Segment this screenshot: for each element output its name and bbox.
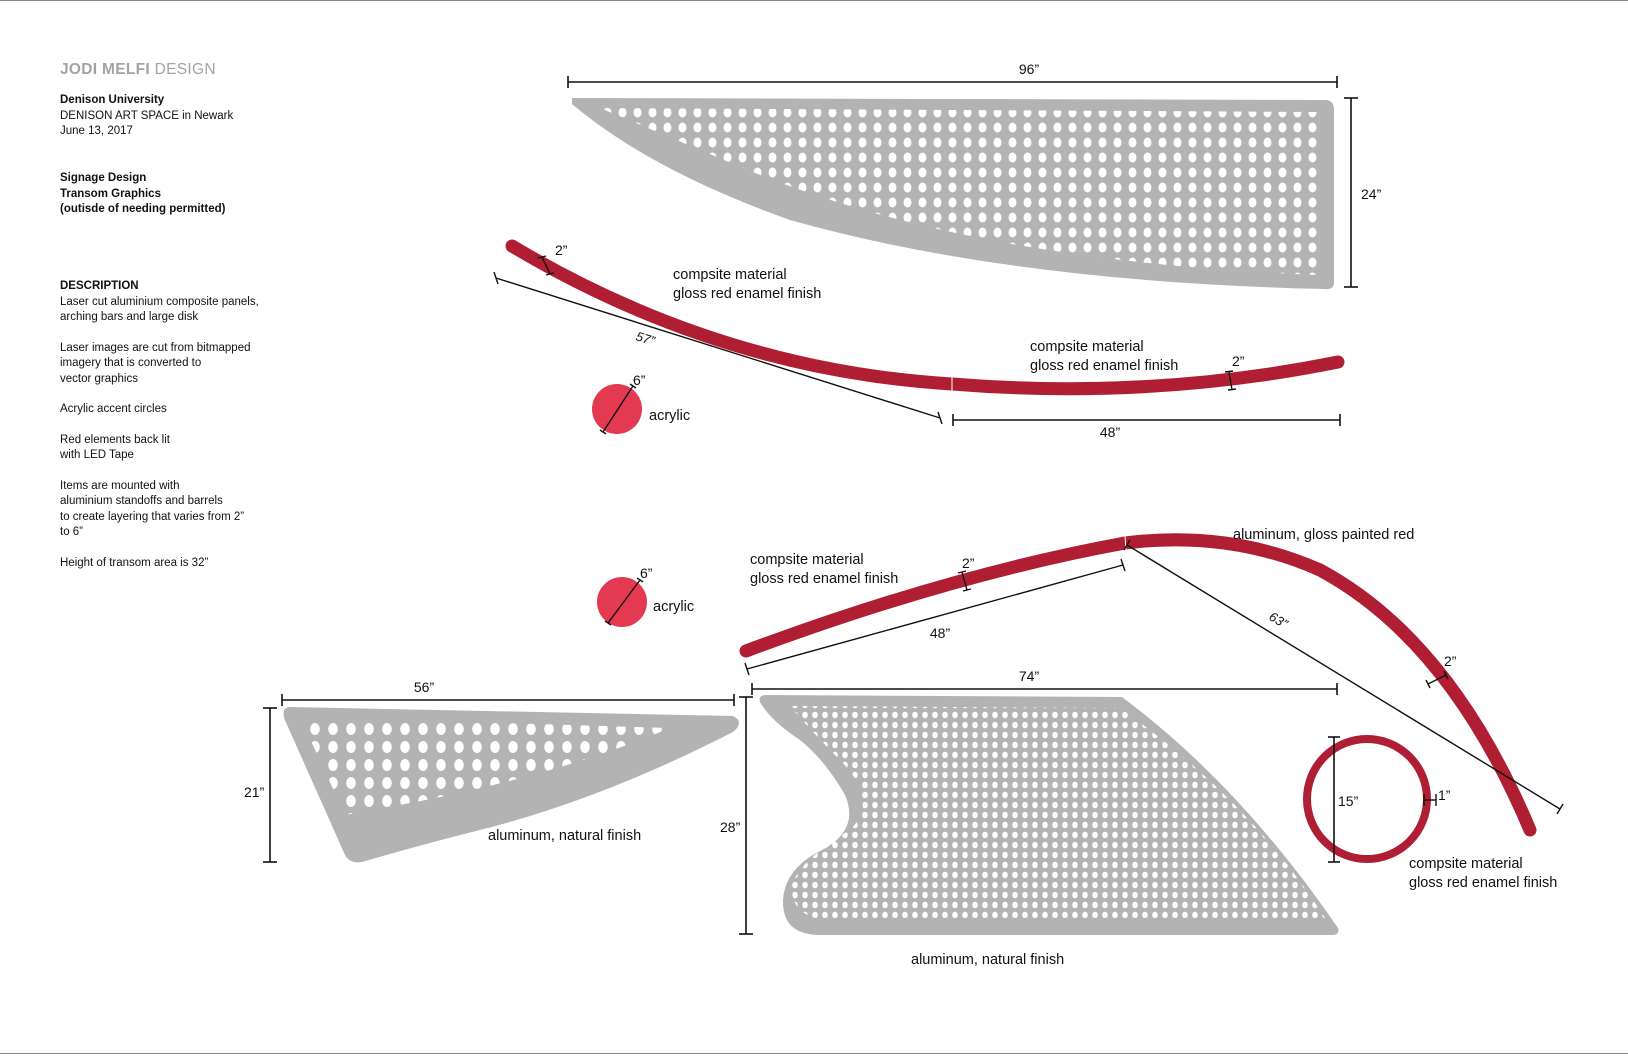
top-arc-left [505, 239, 959, 391]
client-name: Denison University [60, 94, 165, 106]
project-info: Denison University DENISON ART SPACE in … [60, 93, 233, 140]
bottom-arc-left-thickness-tick [957, 570, 972, 592]
bottom-acrylic-circle [597, 577, 647, 627]
ring-label-1: compsite material [1409, 856, 1523, 872]
bottom-arc-left [739, 536, 1132, 658]
desc-p5-l4: to 6” [60, 526, 84, 538]
bottom-circle-diameter-label: 6” [640, 565, 653, 581]
dim-top-panel-height [1344, 97, 1358, 288]
top-arc-right-label-1: compsite material [1030, 339, 1144, 355]
desc-p3-l1: Acrylic accent circles [60, 403, 167, 415]
desc-p5-l1: Items are mounted with [60, 479, 180, 492]
dim-ring-thickness [1423, 794, 1437, 806]
top-panel-width-label: 96” [1019, 61, 1040, 77]
ring-diameter-label: 15” [1338, 793, 1359, 809]
top-arc-right-length-label: 48” [1100, 424, 1121, 440]
scope-info: Signage Design Transom Graphics (outisde… [60, 171, 225, 218]
top-circle-diameter-label: 6” [633, 372, 646, 388]
frame-bottom-rule [0, 1053, 1628, 1054]
large-panel [759, 695, 1339, 935]
bottom-arc-joint [1124, 533, 1127, 553]
top-arc-right-thickness-tick [1224, 370, 1237, 391]
bottom-arc-left-label-2: gloss red enamel finish [750, 571, 898, 587]
small-panel-height-label: 21” [244, 784, 265, 800]
top-arc-right [945, 355, 1345, 396]
red-ring [1303, 735, 1431, 863]
desc-p1-l2: arching bars and large disk [60, 311, 199, 323]
brand-logo: JODI MELFI DESIGN [60, 61, 216, 78]
bottom-arc-right-label: aluminum, gloss painted red [1233, 527, 1414, 543]
scope-line-1: Signage Design [60, 172, 147, 184]
desc-p5-l3: to create layering that varies from 2” [60, 510, 245, 523]
desc-p4-l1: Red elements back lit [60, 433, 170, 446]
bottom-circle-label: acrylic [653, 599, 694, 615]
dim-top-arc-right-length [952, 414, 1341, 426]
top-circle-label: acrylic [649, 408, 690, 424]
bottom-circle-diameter-tick [604, 577, 644, 626]
bottom-arc-left-thickness-label: 2” [962, 555, 975, 571]
bottom-arc-right-length-label: 63” [1266, 609, 1290, 632]
desc-p2-l1: Laser images are cut from bitmapped [60, 341, 251, 354]
small-panel-width-label: 56” [414, 679, 435, 695]
scope-line-3: (outisde of needing permitted) [60, 203, 226, 215]
top-panel-height-label: 24” [1361, 186, 1382, 202]
frame-top-rule [0, 0, 1628, 1]
top-arc-left-thickness-label: 2” [555, 242, 568, 258]
top-circle-diameter-tick [599, 383, 637, 435]
desc-p6-l1: Height of transom area is 32” [60, 556, 209, 569]
desc-p4-l2: with LED Tape [60, 449, 134, 461]
large-panel-label: aluminum, natural finish [911, 952, 1064, 968]
dim-ring-diameter [1328, 736, 1340, 863]
large-panel-width-label: 74” [1019, 668, 1040, 684]
large-panel-height-label: 28” [720, 819, 741, 835]
description-section: DESCRIPTION Laser cut aluminium composit… [60, 279, 259, 571]
bottom-arc-left-label-1: compsite material [750, 552, 864, 568]
dim-top-arc-left-length [493, 271, 943, 425]
ring-label-2: gloss red enamel finish [1409, 875, 1557, 891]
bottom-arc-right [1118, 533, 1537, 837]
top-arc-left-length-label: 57” [634, 329, 657, 349]
bottom-arc-left-length-label: 48” [930, 625, 951, 641]
bottom-arc-right-thickness-label: 2” [1444, 653, 1457, 669]
dim-large-panel-width [751, 683, 1338, 695]
dim-large-panel-height [739, 696, 753, 935]
dim-bottom-arc-left-length [744, 558, 1126, 676]
desc-p5-l2: aluminium standoffs and barrels [60, 495, 223, 507]
top-arc-right-thickness-label: 2” [1232, 353, 1245, 369]
dim-top-panel-width [567, 76, 1338, 88]
desc-p1-l1: Laser cut aluminium composite panels, [60, 295, 259, 308]
scope-line-2: Transom Graphics [60, 187, 161, 200]
top-arc-left-thickness-tick [537, 255, 555, 276]
top-acrylic-circle [592, 384, 642, 434]
dim-small-panel-height [263, 707, 277, 863]
small-panel-label: aluminum, natural finish [488, 828, 641, 844]
description-heading: DESCRIPTION [60, 280, 139, 292]
top-arc-left-label-1: compsite material [673, 267, 787, 283]
top-panel [572, 98, 1334, 290]
venue-name: DENISON ART SPACE in Newark [60, 109, 234, 122]
desc-p2-l3: vector graphics [60, 372, 138, 385]
top-arc-left-label-2: gloss red enamel finish [673, 286, 821, 302]
bottom-arc-right-thickness-tick [1425, 670, 1449, 689]
ring-thickness-label: 1” [1438, 787, 1451, 803]
project-date: June 13, 2017 [60, 125, 133, 137]
dim-bottom-arc-right-length [1123, 539, 1564, 815]
top-arc-right-label-2: gloss red enamel finish [1030, 358, 1178, 374]
dim-small-panel-width [281, 694, 735, 706]
desc-p2-l2: imagery that is converted to [60, 357, 202, 369]
